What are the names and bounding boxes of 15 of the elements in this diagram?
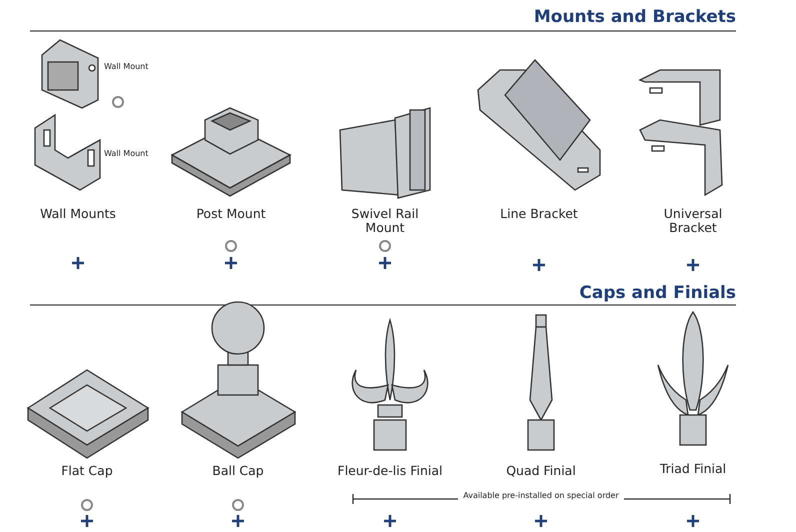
product-label: Fleur-de-lis Finial — [336, 464, 444, 478]
product-label: Post Mount — [195, 207, 267, 221]
product-label: Quad Finial — [505, 464, 577, 478]
part-label: Wall Mount — [104, 150, 150, 159]
section-heading: Mounts and Brackets — [534, 8, 736, 27]
part-label: Wall Mount — [104, 63, 150, 72]
product-label: Universal Bracket — [662, 207, 724, 234]
product-label: Line Bracket — [499, 207, 579, 221]
product-label: Ball Cap — [211, 464, 265, 478]
note: Available pre-installed on special order — [458, 492, 624, 501]
product-label: Wall Mounts — [39, 207, 117, 221]
section-heading: Caps and Finials — [579, 284, 736, 303]
product-label: Triad Finial — [658, 462, 728, 476]
product-label: Flat Cap — [60, 464, 114, 478]
product-label: Swivel Rail Mount — [350, 207, 420, 234]
